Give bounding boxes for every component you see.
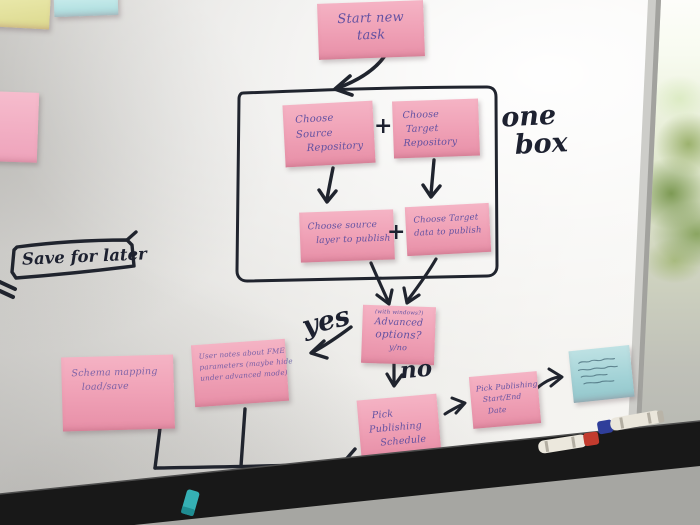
teal-marker <box>181 489 200 516</box>
board-edge-line <box>635 0 661 450</box>
arrow-yes <box>309 325 353 360</box>
plus-sign: + <box>387 219 406 245</box>
arrow-box-to-advanced-left <box>369 261 394 306</box>
marker-tray <box>0 421 700 525</box>
arrow-schedule-to-dates <box>443 396 467 416</box>
tray-edge-highlight <box>0 420 700 495</box>
arrow-box-to-advanced-right <box>402 257 438 305</box>
edge-scribble <box>0 280 17 299</box>
handwriting-scribble <box>577 358 618 385</box>
arrow-source-repo-down <box>317 166 338 204</box>
plus-sign: + <box>374 113 393 139</box>
arrow-target-repo-down <box>421 158 442 199</box>
sticky-note-blue <box>568 344 635 404</box>
blue-cap-marker <box>597 410 665 435</box>
save-for-later-frame <box>10 230 138 280</box>
grouping-box <box>235 85 499 283</box>
red-cap-marker <box>538 431 600 454</box>
